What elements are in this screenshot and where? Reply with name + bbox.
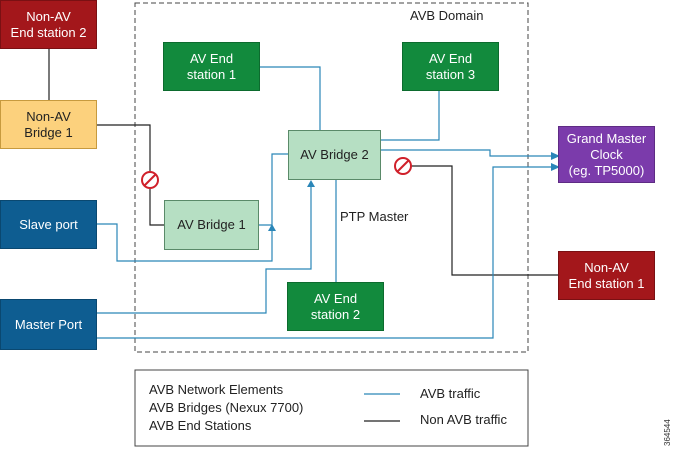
line-avbridge2-endstation1 (410, 165, 558, 276)
line-master-avbridge2 (97, 185, 312, 314)
slave-port-label: Slave port (19, 216, 78, 232)
non-av-bridge-1: Non-AV Bridge 1 (0, 100, 97, 149)
av-bridge-2-label: AV Bridge 2 (300, 147, 369, 162)
blocked-icon-1 (141, 171, 159, 189)
arrow-up-avbridge2-icon (307, 180, 315, 187)
arrow-right-gmc-1-icon (551, 152, 560, 160)
line-avbridge2-gmc (381, 149, 558, 157)
legend-border (134, 369, 529, 447)
av-end-station-1-label: AV End station 1 (186, 50, 237, 82)
legend-network-elements: AVB Network Elements (149, 382, 284, 397)
grand-master-clock-label: Grand Master Clock (eg. TP5000) (566, 130, 647, 178)
av-end-station-3-label: AV End station 3 (425, 50, 476, 82)
arrow-right-gmc-2-icon (551, 163, 560, 171)
legend-non-avb-traffic: Non AVB traffic (420, 412, 507, 427)
line-avbridge1-avbridge2 (259, 153, 290, 226)
avb-domain-label: AVB Domain (410, 8, 484, 23)
non-av-end-station-1-label: Non-AV End station 1 (568, 259, 645, 291)
blocked-icon-2 (394, 157, 412, 175)
avb-traffic-lines (97, 66, 558, 339)
legend-avb-traffic: AVB traffic (420, 386, 481, 401)
non-av-end-station-1: Non-AV End station 1 (558, 251, 655, 300)
slave-port: Slave port (0, 200, 97, 249)
av-end-station-2-label: AV End station 2 (310, 290, 361, 322)
master-port-label: Master Port (14, 316, 83, 332)
non-av-end-station-2: Non-AV End station 2 (0, 0, 97, 49)
non-av-bridge-1-label: Non-AV Bridge 1 (24, 108, 73, 140)
av-bridge-2: AV Bridge 2 (288, 130, 381, 180)
av-bridge-1: AV Bridge 1 (164, 200, 259, 250)
line-es1-avbridge2 (260, 66, 321, 131)
av-end-station-3: AV End station 3 (402, 42, 499, 91)
non-av-end-station-2-label: Non-AV End station 2 (10, 8, 87, 40)
ptp-master-label: PTP Master (340, 209, 409, 224)
avb-domain-border (134, 2, 529, 353)
av-end-station-2: AV End station 2 (287, 282, 384, 331)
arrowheads (268, 152, 560, 231)
grand-master-clock: Grand Master Clock (eg. TP5000) (558, 126, 655, 183)
master-port: Master Port (0, 299, 97, 350)
arrow-up-avbridge1-icon (268, 224, 276, 231)
legend-bridges: AVB Bridges (Nexux 7700) (149, 400, 304, 415)
legend-end-stations: AVB End Stations (149, 418, 252, 433)
figure-id: 364544 (663, 419, 672, 446)
av-end-station-1: AV End station 1 (163, 42, 260, 91)
line-master-gmc (97, 166, 558, 339)
line-slave-avbridge1 (97, 223, 273, 262)
av-bridge-1-label: AV Bridge 1 (177, 217, 246, 232)
line-es3-avbridge2 (381, 91, 440, 141)
